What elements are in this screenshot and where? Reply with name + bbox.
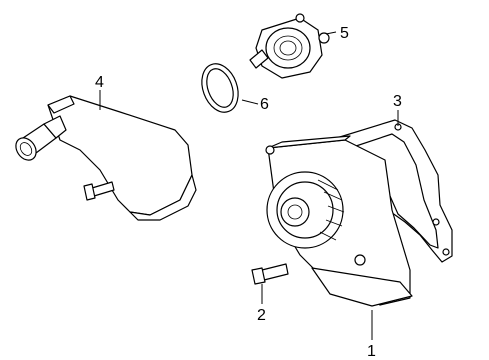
callout-4: 4 xyxy=(95,74,104,91)
belt-cover-part xyxy=(15,95,197,221)
callout-5: 5 xyxy=(340,25,349,42)
cover-bolt-part xyxy=(83,181,115,201)
callout-2: 2 xyxy=(257,307,266,324)
leader-6 xyxy=(241,99,259,105)
pump-bolt-part xyxy=(251,263,289,285)
callout-3: 3 xyxy=(393,93,402,110)
leader-5 xyxy=(325,31,337,35)
callout-6: 6 xyxy=(260,96,269,113)
callout-1: 1 xyxy=(367,343,376,360)
water-pump-part xyxy=(265,135,413,307)
thermostat-housing-part xyxy=(249,13,330,79)
o-ring-part xyxy=(201,63,239,113)
leader-lines xyxy=(99,31,399,340)
